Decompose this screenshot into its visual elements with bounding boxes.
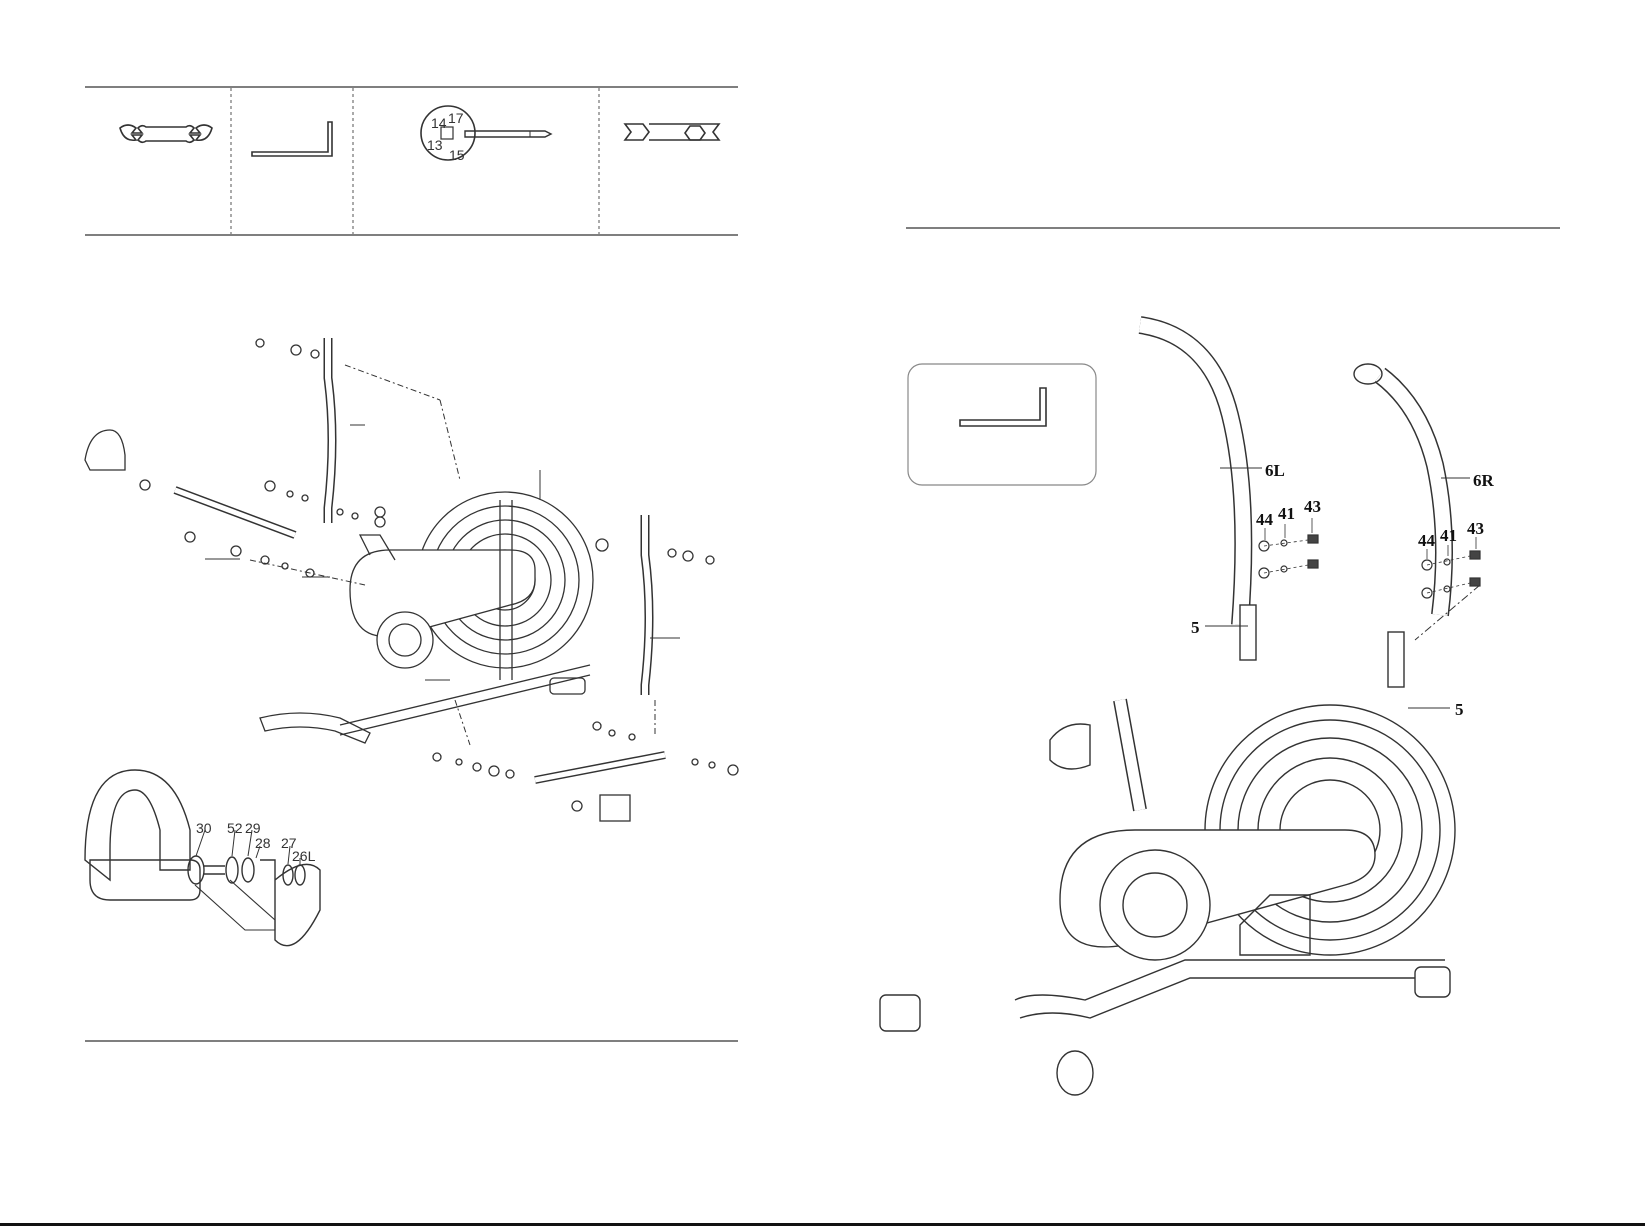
label-41-right: 41 [1440,526,1457,545]
label-41-left: 41 [1278,504,1295,523]
hex-spanner-icon [625,124,719,140]
rear-stabilizer-cap [1415,967,1450,997]
left-pedal [85,430,125,470]
tool-box [908,364,1096,485]
left-page-drawing: 14 17 13 15 [0,0,820,1226]
pedal-label-29: 29 [245,820,261,836]
wrench-size-15: 15 [449,147,465,163]
right-pedal [600,795,630,821]
chain-cover [350,550,535,637]
label-44-left: 44 [1256,510,1274,529]
label-6R: 6R [1473,471,1495,490]
front-stabilizer-cap [880,995,920,1031]
left-page: 14 17 13 15 [0,0,820,1226]
right-grip-end [1354,364,1382,384]
left-pedal [1050,724,1090,769]
pedal-detail-drawing [85,770,320,946]
allen-key-icon [252,122,332,156]
pedal-label-52: 52 [227,820,243,836]
right-post [1388,632,1404,687]
pedal-label-30: 30 [196,820,212,836]
wrench-size-17: 17 [448,110,464,126]
open-wrench-icon [120,125,212,142]
crank-arm [260,860,320,946]
pedal-label-26L: 26L [292,848,316,864]
left-handlebar [1140,325,1243,625]
right-page-drawing: 6L 6R 44 41 43 44 41 43 5 5 [820,0,1645,1226]
label-44-right: 44 [1418,531,1436,550]
front-wheel [1057,1051,1093,1095]
wrench-size-13: 13 [427,137,443,153]
left-post [1240,605,1256,660]
right-page: 6L 6R 44 41 43 44 41 43 5 5 [820,0,1645,1226]
front-stabilizer [260,713,370,743]
exploded-view-drawing [85,338,738,821]
pedal-label-28: 28 [255,835,271,851]
wrench-size-14: 14 [431,115,447,131]
pedal-strap [85,770,190,880]
pedal-body [90,860,200,900]
label-5-right: 5 [1455,700,1464,719]
label-6L: 6L [1265,461,1285,480]
label-5-left: 5 [1191,618,1200,637]
label-43-left: 43 [1304,497,1321,516]
label-43-right: 43 [1467,519,1484,538]
multi-wrench-icon: 14 17 13 15 [421,106,551,163]
